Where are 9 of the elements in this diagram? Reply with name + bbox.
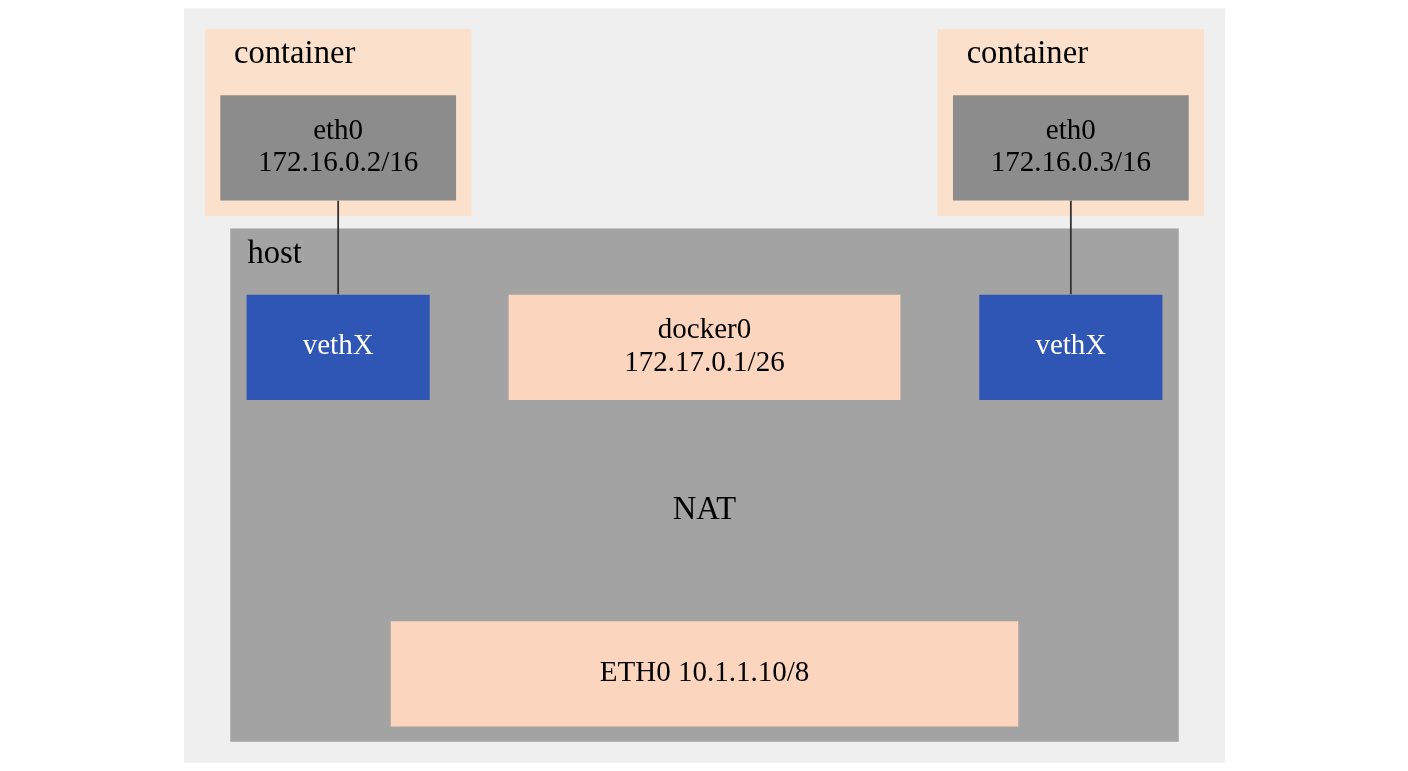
connector: [336, 199, 339, 296]
node-box: ETH0 10.1.1.10/8: [390, 621, 1018, 727]
node-box: vethX: [978, 294, 1162, 400]
label: NAT: [672, 489, 736, 526]
node-box: eth0 172.16.0.2/16: [219, 95, 456, 201]
node-box: eth0 172.16.0.3/16: [952, 95, 1189, 201]
node-box: docker0 172.17.0.1/26: [508, 294, 900, 400]
node-box: vethX: [246, 294, 430, 400]
connector: [1069, 199, 1072, 296]
